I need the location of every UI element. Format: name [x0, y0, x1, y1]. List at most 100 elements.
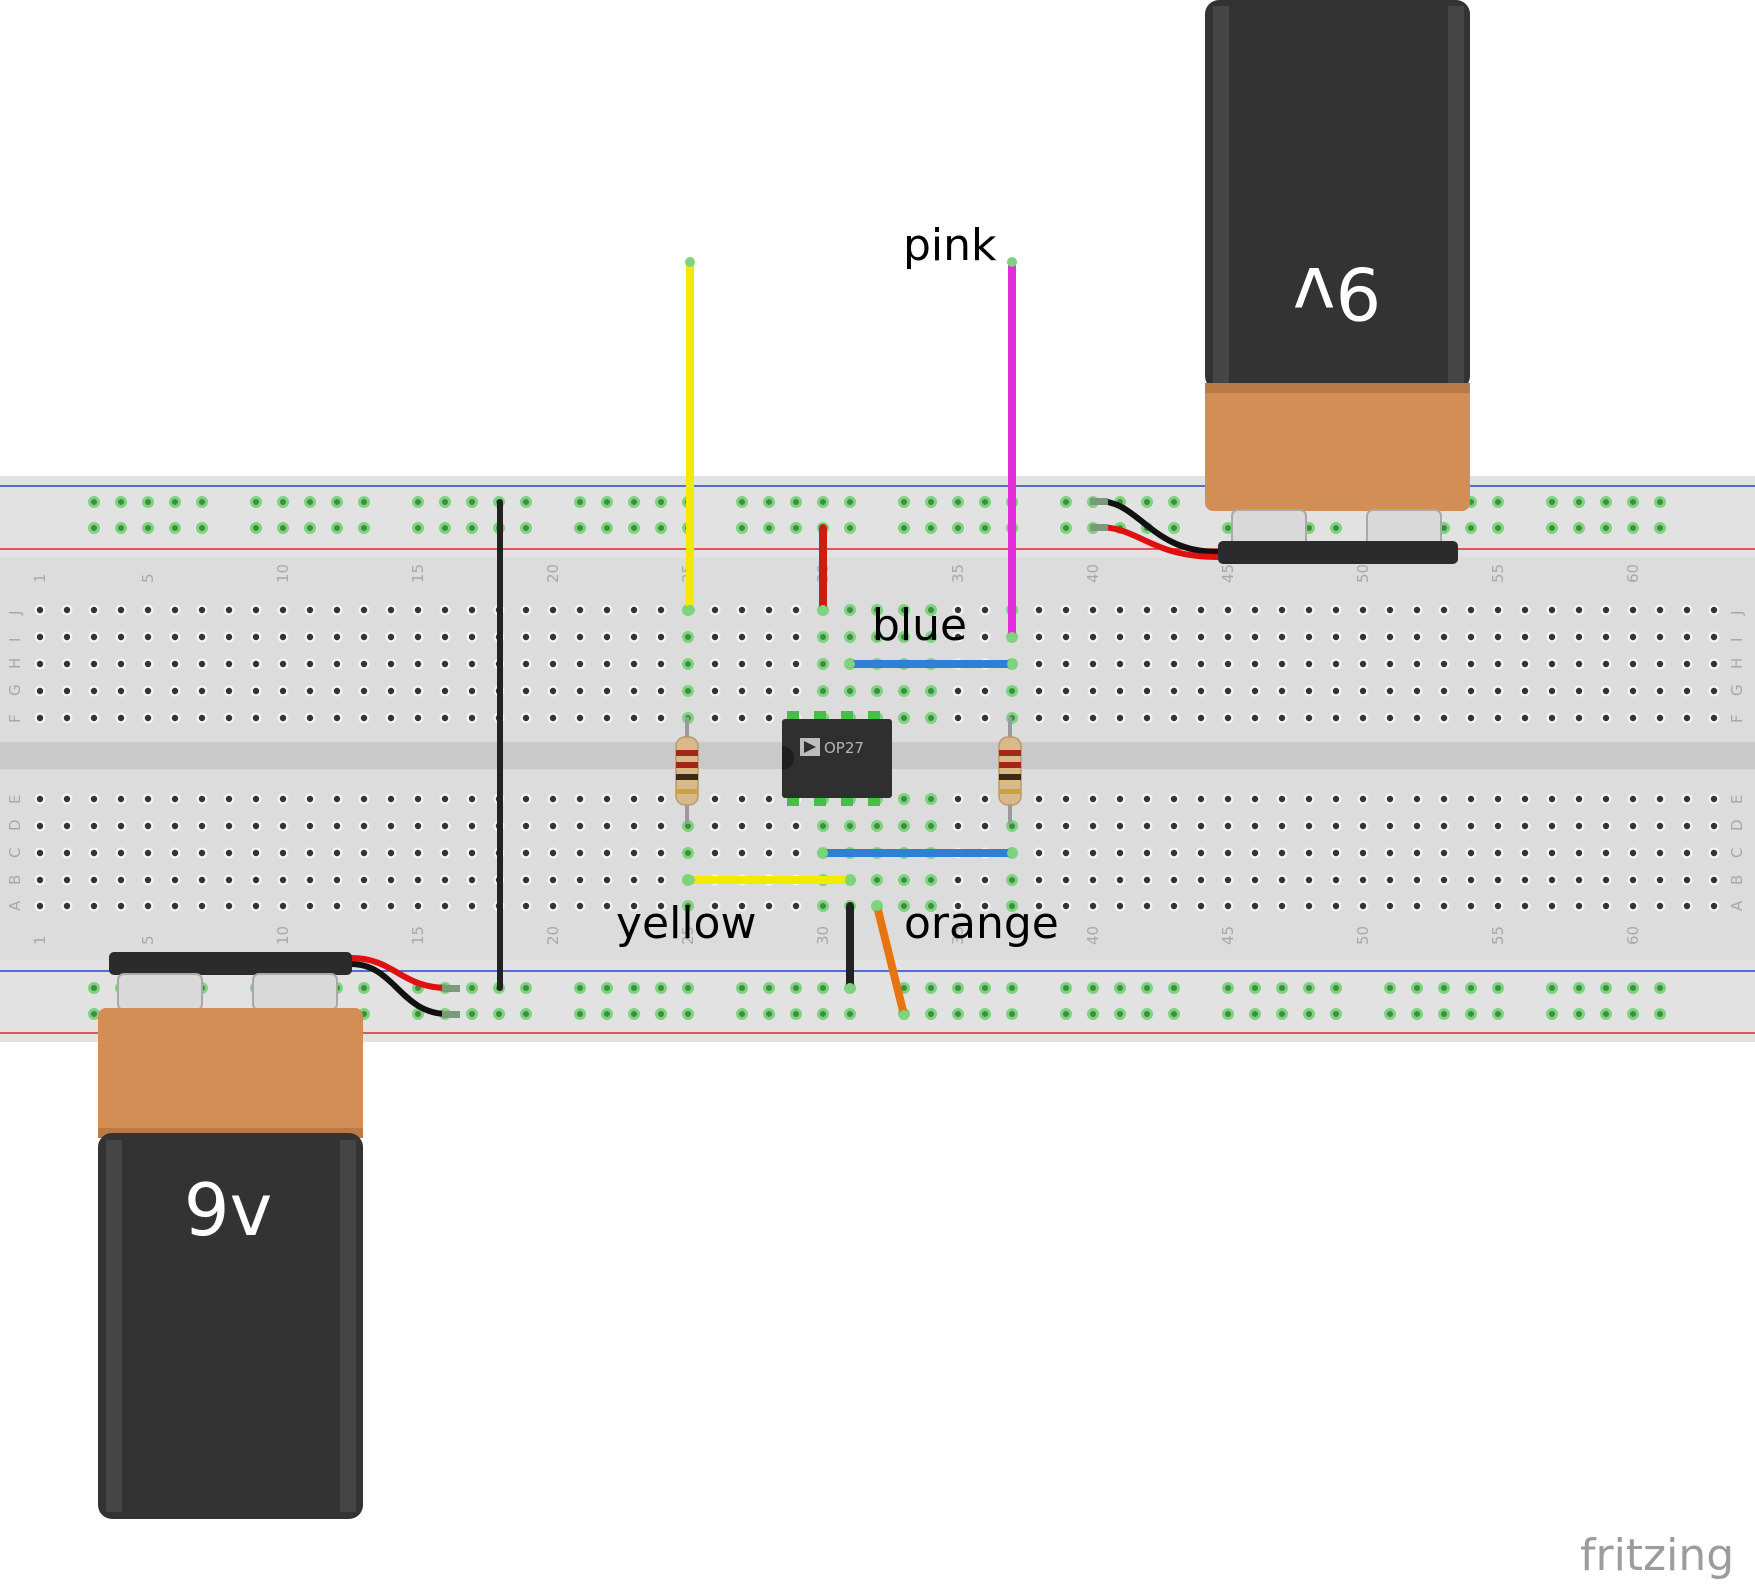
breadboard-hole-pin	[333, 876, 341, 884]
breadboard-hole-pin	[765, 822, 773, 830]
rail-hole-pin	[1630, 1011, 1636, 1017]
breadboard-hole-pin	[198, 606, 206, 614]
breadboard-hole-pin	[90, 902, 98, 910]
breadboard-hole-pin	[765, 795, 773, 803]
breadboard-hole-pin	[981, 606, 989, 614]
breadboard-hole-pin	[1575, 633, 1583, 641]
battery-bottom[interactable]: 9v	[98, 952, 460, 1519]
rail-hole-pin	[91, 985, 97, 991]
breadboard-hole-pin	[1305, 714, 1313, 722]
breadboard-hole-pin	[117, 795, 125, 803]
row-letter: H	[6, 658, 24, 669]
column-number: 5	[139, 573, 157, 583]
breadboard-hole-pin	[144, 660, 152, 668]
resistor-right[interactable]	[998, 717, 1022, 824]
breadboard-hole-pin	[1467, 902, 1475, 910]
breadboard-hole-pin	[90, 606, 98, 614]
breadboard-hole-pin	[1683, 902, 1691, 910]
breadboard-hole-pin	[1575, 876, 1583, 884]
rail-hole-pin	[1306, 1011, 1312, 1017]
breadboard-hole-pin	[874, 688, 880, 694]
breadboard-hole-pin	[468, 687, 476, 695]
breadboard-hole-pin	[1602, 606, 1610, 614]
row-letter: E	[6, 795, 24, 804]
rail-hole-pin	[847, 499, 853, 505]
breadboard-hole-pin	[576, 849, 584, 857]
breadboard-hole-pin	[792, 660, 800, 668]
resistor-left[interactable]	[675, 717, 699, 824]
breadboard-hole-pin	[1305, 902, 1313, 910]
breadboard-hole-pin	[1089, 902, 1097, 910]
rail-hole-pin	[1171, 1011, 1177, 1017]
breadboard-hole-pin	[901, 796, 907, 802]
rail-hole-pin	[820, 985, 826, 991]
breadboard-hole-pin	[1332, 849, 1340, 857]
breadboard-hole-pin	[279, 660, 287, 668]
breadboard-hole-pin	[549, 876, 557, 884]
orange-wire[interactable]	[873, 902, 908, 1019]
breadboard-hole-pin	[1521, 795, 1529, 803]
column-number: 45	[1219, 926, 1237, 945]
breadboard-hole-pin	[1116, 822, 1124, 830]
rail-hole-pin	[982, 499, 988, 505]
breadboard-hole-pin	[901, 877, 907, 883]
breadboard-hole-pin	[874, 877, 880, 883]
breadboard-hole-pin	[1467, 660, 1475, 668]
breadboard-hole-pin	[63, 849, 71, 857]
breadboard-hole-pin	[1278, 876, 1286, 884]
breadboard-hole-pin	[1440, 660, 1448, 668]
breadboard-hole-pin	[1386, 876, 1394, 884]
breadboard-hole-pin	[171, 876, 179, 884]
breadboard-hole-pin	[1710, 606, 1718, 614]
breadboard-hole-pin	[333, 795, 341, 803]
breadboard-hole-pin	[1494, 606, 1502, 614]
breadboard-hole-pin	[306, 849, 314, 857]
breadboard-hole-pin	[1521, 849, 1529, 857]
breadboard-hole-pin	[171, 822, 179, 830]
battery-top[interactable]: 9v	[1090, 0, 1470, 564]
breadboard-hole-pin	[36, 849, 44, 857]
breadboard-hole-pin	[63, 714, 71, 722]
rail-hole-pin	[820, 1011, 826, 1017]
breadboard-hole-pin	[144, 633, 152, 641]
breadboard-hole-pin	[1656, 902, 1664, 910]
rail-hole-pin	[145, 499, 151, 505]
rail-hole-pin	[1144, 985, 1150, 991]
breadboard-hole-pin	[360, 849, 368, 857]
breadboard-hole-pin	[522, 876, 530, 884]
breadboard-hole-pin	[928, 634, 934, 640]
breadboard-hole-pin	[576, 795, 584, 803]
breadboard-hole-pin	[1629, 687, 1637, 695]
rail-hole-pin	[766, 499, 772, 505]
breadboard-hole-pin	[63, 902, 71, 910]
breadboard-hole-pin	[711, 660, 719, 668]
rail-hole-pin	[1171, 499, 1177, 505]
row-letter: F	[1728, 714, 1746, 723]
op27-chip[interactable]: OP27	[782, 711, 892, 806]
row-letter: F	[6, 714, 24, 723]
breadboard-hole-pin	[90, 660, 98, 668]
breadboard-hole-pin	[1494, 902, 1502, 910]
breadboard-hole-pin	[1062, 876, 1070, 884]
breadboard-hole-pin	[1224, 606, 1232, 614]
breadboard-hole-pin	[1629, 660, 1637, 668]
rail-hole-pin	[1009, 1011, 1015, 1017]
rail-hole-pin	[928, 525, 934, 531]
breadboard-hole-pin	[36, 876, 44, 884]
breadboard-hole-pin	[1278, 902, 1286, 910]
rail-hole-pin	[1630, 525, 1636, 531]
breadboard-hole-pin	[1467, 606, 1475, 614]
breadboard-hole-pin	[1494, 633, 1502, 641]
breadboard-hole-pin	[1062, 687, 1070, 695]
breadboard-hole-pin	[1009, 877, 1015, 883]
breadboard-hole-pin	[36, 660, 44, 668]
breadboard-hole-pin	[1197, 849, 1205, 857]
breadboard-hole-pin	[1575, 687, 1583, 695]
breadboard-hole-pin	[1629, 876, 1637, 884]
rail-hole-pin	[577, 525, 583, 531]
breadboard-hole-pin	[630, 876, 638, 884]
breadboard-hole-pin	[738, 633, 746, 641]
rail-hole-pin	[631, 985, 637, 991]
breadboard-hole-pin	[1197, 660, 1205, 668]
breadboard-hole-pin	[1278, 660, 1286, 668]
